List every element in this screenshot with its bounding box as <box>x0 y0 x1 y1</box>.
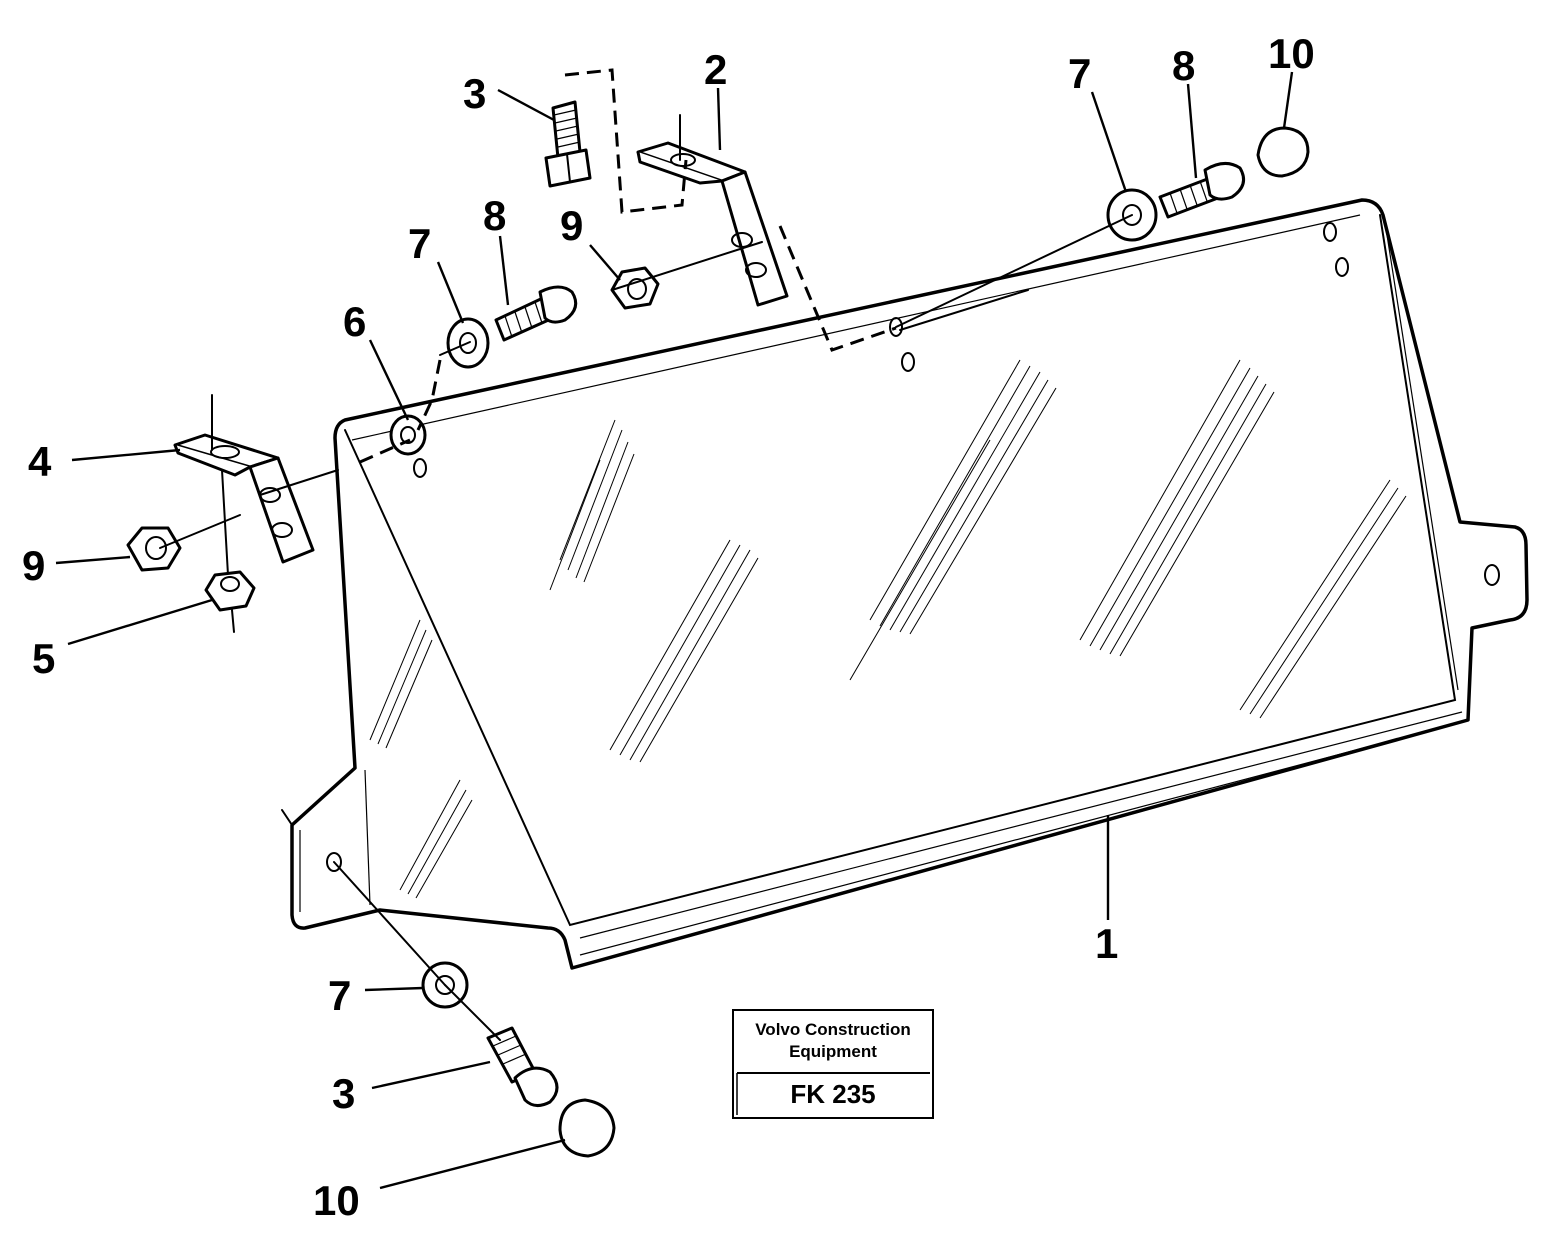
callout-7-bottom: 7 <box>328 972 351 1019</box>
nut-left <box>126 526 182 572</box>
glass-reflection-hatching <box>369 359 1407 899</box>
panel-inner-top <box>351 214 1361 441</box>
callout-labels: 1 2 3 3 4 5 6 7 7 7 8 8 9 9 10 10 <box>22 30 1315 1224</box>
title-block-drawing-code: FK 235 <box>790 1079 875 1109</box>
cap-bottom <box>558 1098 616 1158</box>
panel-hole <box>1335 257 1349 277</box>
panel-hole <box>889 317 903 337</box>
bolt-top-right <box>1158 162 1246 219</box>
assembly-lines <box>159 68 1133 1041</box>
panel-hole <box>326 852 342 872</box>
leader-lines <box>55 71 1294 1190</box>
callout-5: 5 <box>32 635 55 682</box>
panel-outline <box>290 198 1529 970</box>
bolt-upper-mid <box>494 285 578 342</box>
panel-hole <box>1484 564 1500 586</box>
callout-7-upper-mid: 7 <box>408 220 431 267</box>
callout-8-top-right: 8 <box>1172 42 1195 89</box>
callout-3-top: 3 <box>463 70 486 117</box>
panel-left-flange <box>364 769 371 906</box>
glass-panel <box>290 198 1529 970</box>
panel-inner-right <box>1384 221 1459 691</box>
panel-inner-bottom <box>579 711 1463 939</box>
callout-1: 1 <box>1095 920 1118 967</box>
callout-9-left: 9 <box>22 542 45 589</box>
cap-top-right <box>1256 126 1310 178</box>
callout-9-upper-mid: 9 <box>560 202 583 249</box>
bolt-bottom <box>486 1026 559 1107</box>
bracket-upper <box>636 114 789 307</box>
bolt-top <box>544 100 592 188</box>
callout-7-top-right: 7 <box>1068 50 1091 97</box>
callout-2: 2 <box>704 46 727 93</box>
callout-10-bottom: 10 <box>313 1177 360 1224</box>
title-block-company-line1: Volvo Construction <box>755 1020 911 1039</box>
washer-6 <box>389 414 427 456</box>
callout-4: 4 <box>28 438 52 485</box>
nut-5 <box>204 570 256 633</box>
title-block: Volvo Construction Equipment FK 235 <box>732 1009 934 1119</box>
panel-hole <box>413 458 427 478</box>
panel-flange-bottom <box>579 721 1463 956</box>
callout-3-bottom: 3 <box>332 1070 355 1117</box>
panel-hole <box>1323 222 1337 242</box>
callout-6: 6 <box>343 298 366 345</box>
bracket-left <box>173 394 315 576</box>
panel-hole <box>901 352 915 372</box>
title-block-company-line2: Equipment <box>789 1042 877 1061</box>
callout-8-upper-mid: 8 <box>483 192 506 239</box>
callout-10-top-right: 10 <box>1268 30 1315 77</box>
panel-bend-left <box>344 214 1457 927</box>
